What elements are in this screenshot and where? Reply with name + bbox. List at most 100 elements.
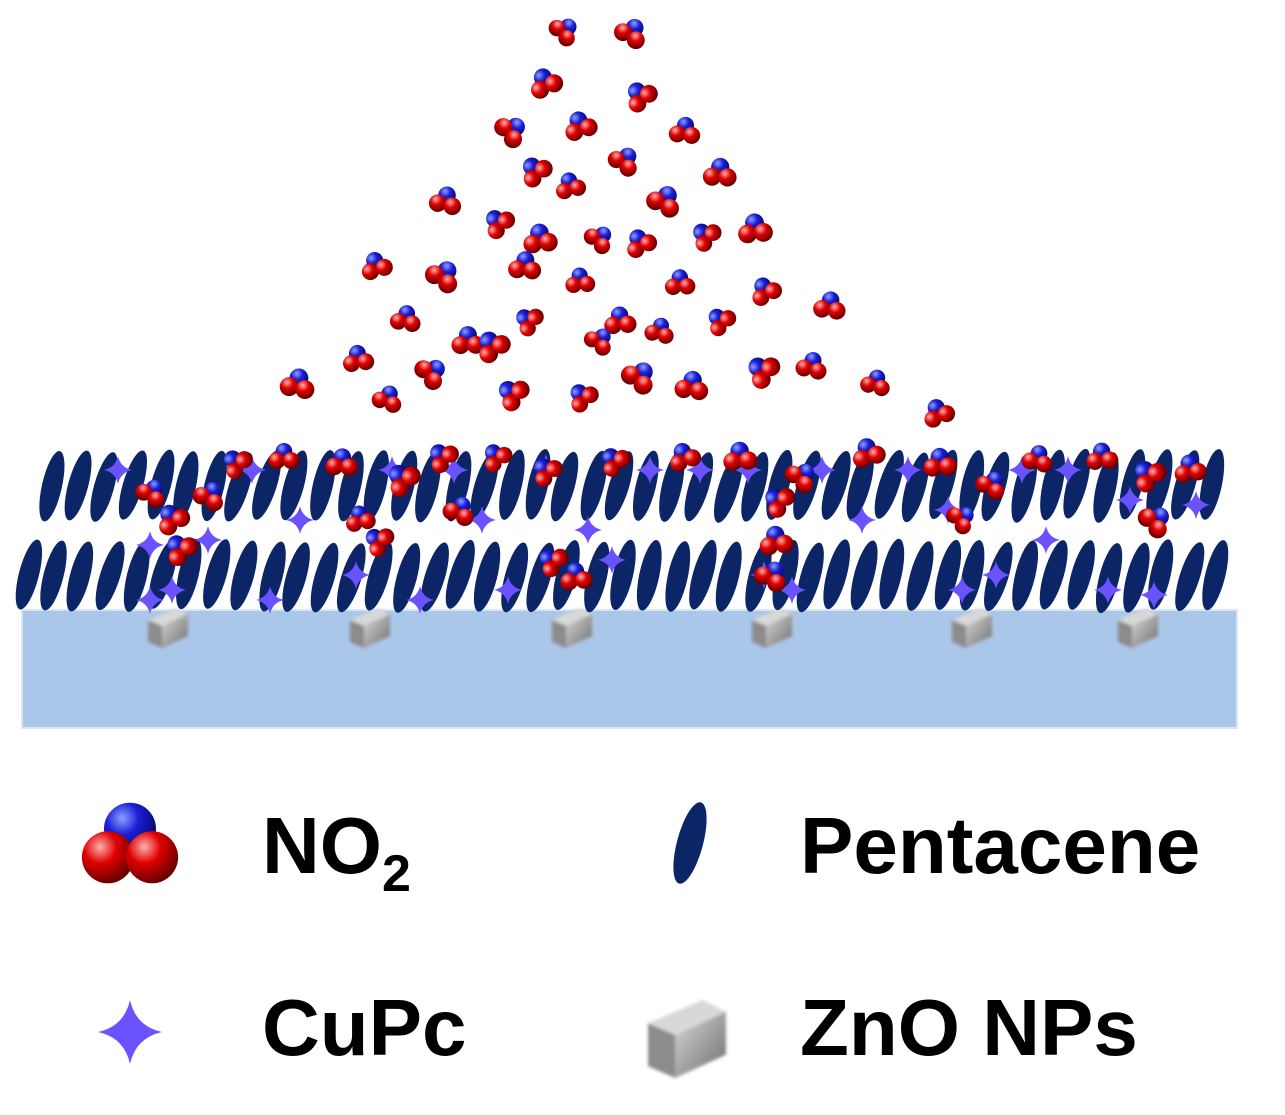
no2-molecule [414,359,445,391]
pentacene-molecule [665,541,691,612]
legend-zno-text: ZnO NPs [800,983,1138,1072]
no2-molecule [627,229,658,259]
pentacene-molecule [604,451,634,521]
cupc-molecule [686,456,714,484]
cupc-molecule [948,576,976,604]
no2-molecule [1137,507,1169,539]
no2-molecule [860,369,890,397]
cupc-molecule [136,586,164,614]
no2-molecule [1174,454,1207,483]
pentacene-molecule [176,538,202,610]
pentacene-molecule [173,451,199,522]
no2-molecule [523,223,558,254]
no2-molecule [813,291,846,320]
no2-molecule [565,267,596,294]
legend-label-zno: ZnO NPs [800,988,1138,1068]
legend-label-no2: NO2 [262,806,411,901]
no2-molecule [614,18,645,50]
no2-molecule [604,306,637,335]
no2-molecule [548,18,577,47]
cupc-molecule [1140,581,1168,609]
pentacene-molecule [39,451,65,522]
legend-icons [81,802,726,1078]
pentacene-molecule [64,450,92,521]
cupc-molecule [1054,456,1082,484]
zno-nanoparticle [1118,608,1158,648]
no2-molecule [365,528,395,557]
cupc-molecule [286,506,314,534]
pentacene-molecule [879,538,905,610]
pentacene-molecule [959,450,985,521]
legend-label-pentacene: Pentacene [800,806,1200,886]
no2-molecule [479,331,511,364]
no2-molecule [583,226,612,255]
no2-molecule [607,147,637,177]
cupc-molecule [494,576,522,604]
no2-molecule [361,251,393,281]
pentacene-molecule [1123,542,1150,613]
no2-molecule [539,548,569,578]
no2-molecule [442,496,474,527]
pentacene-molecule [364,541,393,611]
pentacene-molecule [636,540,662,611]
no2-molecule [708,308,737,337]
no2-molecule [371,385,402,413]
no2-molecule [135,479,165,508]
no2-molecule [531,68,564,99]
pentacene-molecule [420,542,449,612]
pentacene-molecule [772,540,799,611]
no2-molecule [723,441,758,471]
zno-nanoparticle [952,608,992,648]
zno-nanoparticle [752,608,792,648]
no2-molecule [748,357,781,389]
cupc-molecule [1116,486,1144,514]
cupc-molecule [406,586,434,614]
cupc-molecule [468,506,496,534]
no2-molecule [674,370,709,401]
pentacene-molecule [499,449,525,520]
pentacene-molecule [66,541,94,612]
no2-molecule [752,277,783,306]
no2-molecule [556,172,587,200]
no2-molecules [135,18,1207,593]
no2-molecule [670,442,702,472]
pentacene-molecule [40,540,67,611]
no2-molecule [424,261,458,294]
no2-molecule [565,111,598,141]
zno-nanoparticle [350,608,390,648]
no2-molecule [570,384,599,413]
no2-molecule [192,482,223,512]
no2-molecule [508,251,542,280]
legend-no2-base: NO [262,801,382,890]
pentacene-molecule [1199,449,1225,520]
no2-molecule [159,504,191,536]
no2-molecule [620,362,653,395]
pentacene-molecule [580,450,608,521]
cupc-molecule [440,456,468,484]
pentacene-molecule [550,451,579,522]
no2-molecule [560,562,593,591]
pentacene-molecule [796,542,824,613]
pentacene-molecule [95,541,125,611]
no2-molecule [646,186,680,218]
no2-molecule [627,82,658,113]
pentacene-molecule [1040,449,1065,521]
cupc-molecule [636,456,664,484]
pentacene-molecule [280,450,308,521]
zno-nanoparticle [552,608,592,648]
zno-nanoparticles [148,608,1158,648]
no2-molecule [430,444,459,474]
pentacene-molecule [1146,449,1173,520]
cupc-molecule [104,456,132,484]
no2-molecule [224,450,253,479]
cupc-molecule [982,561,1010,589]
no2-molecule [784,463,815,494]
no2-molecule [325,448,359,477]
cupc-molecule [1094,576,1122,604]
no2-molecule [494,117,525,149]
cupc-molecule [238,456,266,484]
no2-molecule [702,157,737,187]
pentacene-molecule [874,449,904,519]
legend-cupc-text: CuPc [262,983,467,1072]
